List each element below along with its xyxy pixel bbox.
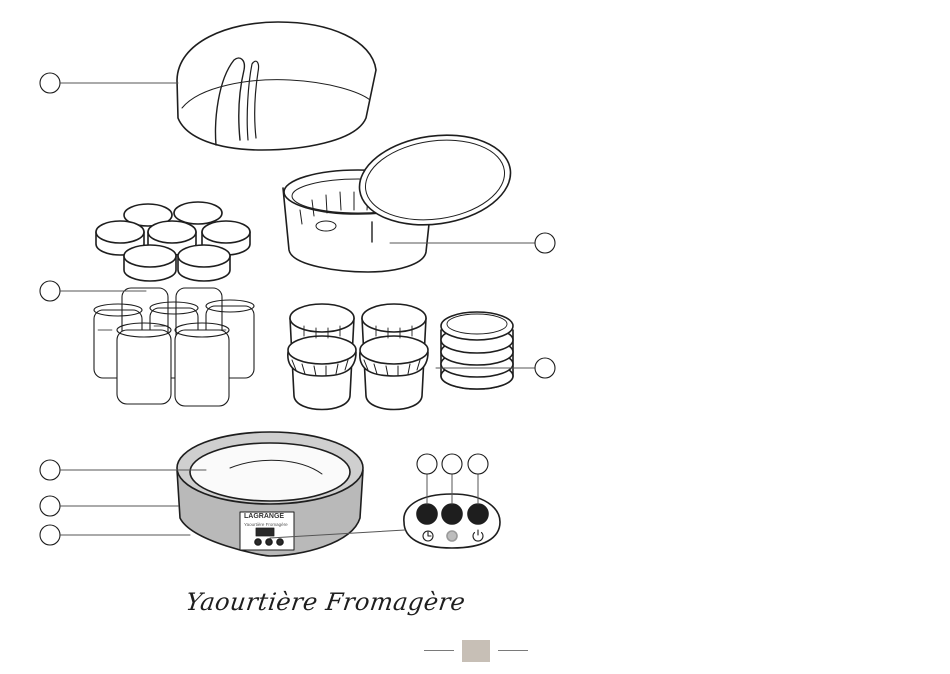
- middle-button: [442, 504, 462, 524]
- callout-timer-button: [417, 454, 437, 474]
- callout-base-housing: [40, 496, 60, 516]
- callout-cheese-basket: [535, 233, 555, 253]
- timer-button: [417, 504, 437, 524]
- product-caption: Yaourtière Fromagère: [184, 588, 467, 616]
- lid-illustration: [177, 22, 376, 150]
- page-marker-right-dash: [498, 650, 528, 651]
- callout-base-tray: [40, 460, 60, 480]
- page-number-box: [462, 640, 490, 662]
- callout-cheese-moulds: [535, 358, 555, 378]
- callout-power-button: [468, 454, 488, 474]
- page-marker: [424, 640, 528, 662]
- callout-lid: [40, 73, 60, 93]
- yogurt-lids-illustration: [96, 202, 250, 281]
- model-label: Yaourtière Fromagère: [244, 522, 288, 527]
- cheese-moulds-illustration: [288, 304, 428, 410]
- page-marker-left-dash: [424, 650, 454, 651]
- glass-jars-illustration: [94, 288, 254, 406]
- callout-yogurt-pots: [40, 281, 60, 301]
- power-button: [468, 504, 488, 524]
- callout-middle-button: [442, 454, 462, 474]
- brand-label: LAGRANGE: [244, 513, 284, 520]
- indicator-light-icon: [447, 531, 457, 541]
- base-unit-illustration: [177, 432, 363, 556]
- mould-lids-illustration: [441, 312, 513, 389]
- callout-control-panel: [40, 525, 60, 545]
